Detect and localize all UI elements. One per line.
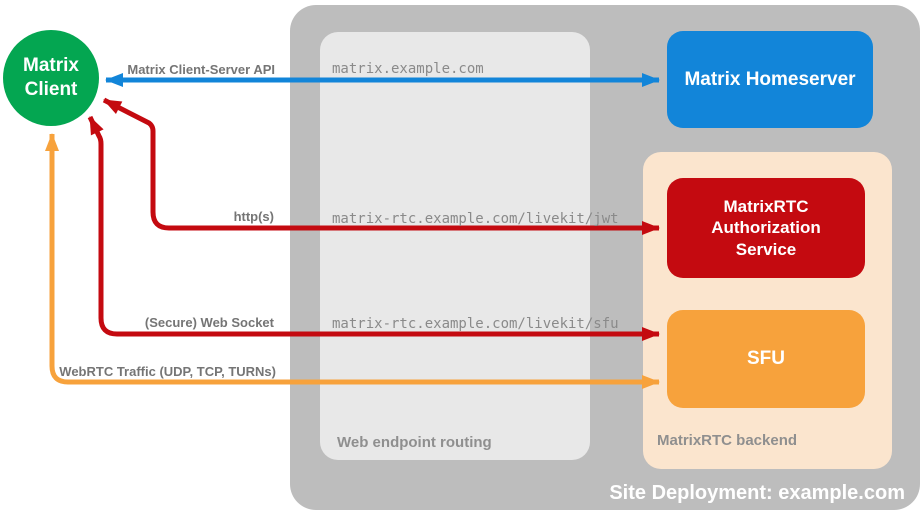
label-webrtc-traffic: WebRTC Traffic (UDP, TCP, TURNs) xyxy=(59,364,276,379)
web-endpoint-routing-panel xyxy=(320,32,590,460)
matrixrtc-backend-caption: MatrixRTC backend xyxy=(657,432,798,449)
web-endpoint-routing-caption: Web endpoint routing xyxy=(337,434,492,451)
matrixrtc-authorization-service-node: MatrixRTC Authorization Service xyxy=(667,178,865,278)
sfu-node: SFU xyxy=(667,310,865,408)
site-deployment-caption: Site Deployment: example.com xyxy=(609,482,905,504)
matrix-client-node: Matrix Client xyxy=(3,30,99,126)
label-secure-web-socket: (Secure) Web Socket xyxy=(144,315,274,330)
endpoint-livekit-sfu: matrix-rtc.example.com/livekit/sfu xyxy=(332,316,619,332)
endpoint-matrix-example-com: matrix.example.com xyxy=(332,61,484,77)
matrix-homeserver-node: Matrix Homeserver xyxy=(667,31,873,128)
endpoint-livekit-jwt: matrix-rtc.example.com/livekit/jwt xyxy=(332,211,619,227)
label-matrix-client-server-api: Matrix Client-Server API xyxy=(127,62,275,77)
label-https: http(s) xyxy=(233,209,274,224)
